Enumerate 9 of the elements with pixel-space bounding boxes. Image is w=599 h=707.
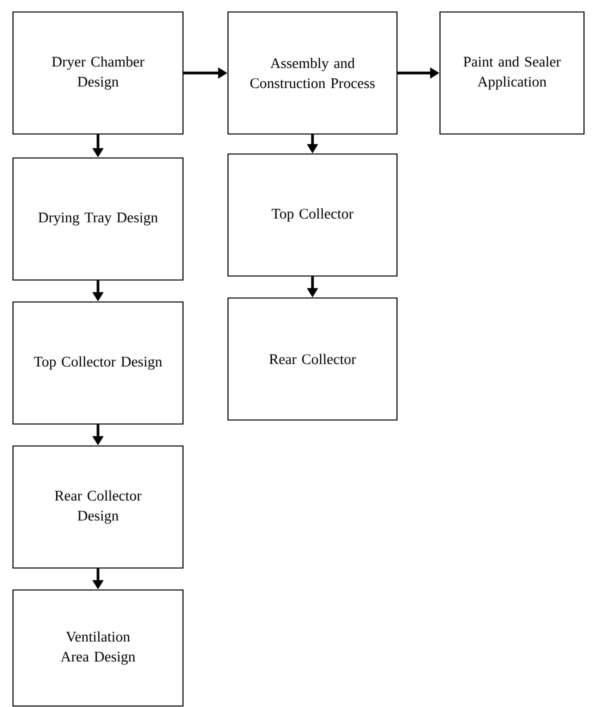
process-box: Drying Tray Design — [12, 157, 184, 281]
process-box: Top Collector Design — [12, 301, 184, 425]
process-box: Dryer Chamber Design — [12, 11, 184, 135]
process-box: Top Collector — [227, 153, 398, 277]
process-box: Ventilation Area Design — [12, 589, 184, 707]
process-box: Rear Collector — [227, 297, 398, 421]
process-box: Paint and Sealer Application — [439, 11, 585, 135]
process-box: Assembly and Construction Process — [227, 11, 398, 135]
process-box: Rear Collector Design — [12, 445, 184, 569]
